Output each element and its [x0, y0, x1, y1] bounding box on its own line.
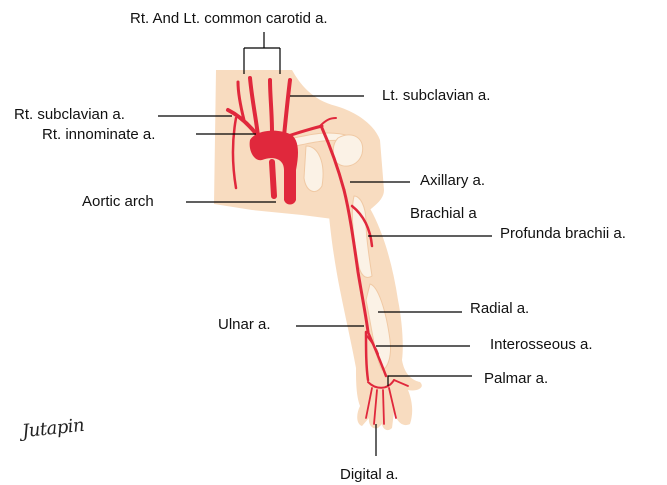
label-common-carotid: Rt. And Lt. common carotid a. — [130, 10, 328, 28]
label-radial: Radial a. — [470, 300, 529, 318]
label-profunda-brachii: Profunda brachii a. — [500, 225, 626, 243]
label-lt-subclavian: Lt. subclavian a. — [382, 87, 490, 105]
carotid-bracket — [244, 32, 280, 74]
label-rt-innominate: Rt. innominate a. — [42, 126, 155, 144]
digital-vessel-3 — [383, 390, 384, 424]
label-ulnar: Ulnar a. — [218, 316, 271, 334]
label-palmar: Palmar a. — [484, 370, 548, 388]
lt-common-carotid-vessel — [270, 80, 272, 132]
label-interosseous: Interosseous a. — [490, 336, 593, 354]
label-aortic-arch: Aortic arch — [82, 193, 154, 211]
label-brachial: Brachial a — [410, 205, 477, 223]
label-digital: Digital a. — [340, 466, 398, 484]
label-axillary: Axillary a. — [420, 172, 485, 190]
descending-aorta — [272, 162, 274, 196]
label-rt-subclavian: Rt. subclavian a. — [14, 106, 125, 124]
